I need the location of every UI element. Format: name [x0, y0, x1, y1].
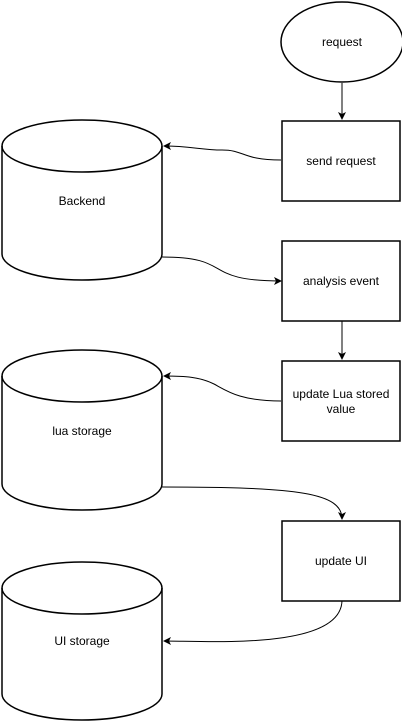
update-ui-label: update UI — [315, 554, 367, 568]
lua-storage-label: lua storage — [52, 424, 112, 438]
update-lua-node — [281, 360, 401, 442]
analysis-event-label: analysis event — [303, 274, 380, 288]
ui-storage-label: UI storage — [54, 634, 110, 648]
update-lua-label-line2: value — [327, 402, 356, 416]
update-ui-node — [281, 520, 401, 602]
backend-label: Backend — [59, 194, 106, 208]
ui-storage-cylinder — [1, 561, 163, 721]
request-node — [280, 1, 402, 83]
edge-update-ui-to-ui-storage — [163, 599, 343, 646]
send-request-node — [281, 120, 401, 202]
analysis-event-node — [281, 240, 401, 322]
update-lua-label-line1: update Lua stored — [293, 387, 390, 401]
send-request-label: send request — [306, 154, 376, 168]
edge-send-request-to-backend — [163, 142, 282, 161]
lua-storage-cylinder — [1, 349, 163, 511]
edge-backend-to-analysis-event — [161, 256, 282, 285]
edge-update-lua-to-lua-storage — [163, 372, 282, 402]
backend-cylinder — [1, 119, 163, 281]
request-label: request — [322, 35, 363, 49]
edge-lua-storage-to-update-ui — [161, 486, 346, 520]
